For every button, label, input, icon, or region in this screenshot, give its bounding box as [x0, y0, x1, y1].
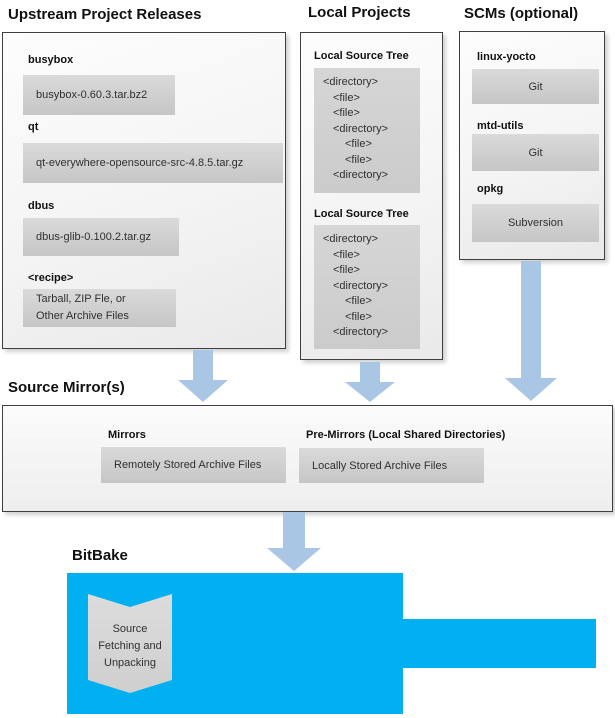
local-source-tree-heading: Local Source Tree [314, 50, 409, 62]
upstream-item-label: dbus [28, 200, 55, 212]
mirrors-archive-box: Remotely Stored Archive Files [101, 447, 286, 483]
local-source-tree-box: <directory> <file> <file> <directory> <f… [314, 225, 420, 349]
scm-item-label: mtd-utils [477, 120, 524, 132]
tree-line: <file> [345, 310, 372, 323]
scm-tool-box: Git [472, 134, 599, 171]
tree-line: <file> [345, 153, 372, 166]
upstream-item-label: <recipe> [28, 272, 74, 284]
ribbon-line: Source [112, 623, 148, 635]
scms-section-title: SCMs (optional) [464, 5, 579, 22]
upstream-archive-box: busybox-0.60.3.tar.bz2 [23, 75, 175, 115]
archive-box-line: Tarball, ZIP Fle, or [36, 293, 126, 305]
local-source-tree-heading: Local Source Tree [314, 208, 409, 220]
source-mirrors-section-title: Source Mirror(s) [8, 379, 125, 396]
upstream-item-label: busybox [28, 54, 74, 66]
scm-item-label: linux-yocto [477, 51, 536, 63]
upstream-archive-box: dbus-glib-0.100.2.tar.gz [23, 218, 179, 256]
tree-line: <file> [345, 295, 372, 307]
pre-mirrors-archive-box: Locally Stored Archive Files [299, 448, 484, 483]
source-mirrors-panel: Mirrors Remotely Stored Archive Files Pr… [2, 405, 613, 512]
upstream-item-label: qt [28, 121, 39, 133]
local-source-tree-box: <directory> <file> <file> <directory> <f… [314, 68, 420, 193]
bitbake-output-bar [403, 619, 596, 668]
tree-line: <directory> [333, 169, 389, 181]
tree-line: <file> [345, 138, 372, 150]
archive-box-line: Other Archive Files [36, 310, 129, 322]
tree-line: <directory> [333, 326, 389, 338]
local-projects-section-title: Local Projects [308, 4, 411, 21]
upstream-archive-box: qt-everywhere-opensource-src-4.8.5.tar.g… [23, 143, 283, 183]
scms-panel: linux-yocto Git mtd-utils Git opkg Subve… [459, 31, 605, 260]
ribbon-line: Unpacking [104, 657, 156, 669]
tree-line: <file> [333, 264, 360, 276]
scm-tool-box: Subversion [472, 204, 599, 242]
tree-line: <file> [333, 91, 360, 104]
pre-mirrors-label: Pre-Mirrors (Local Shared Directories) [306, 429, 506, 441]
ribbon-line: Fetching and [98, 640, 162, 652]
local-projects-panel: Local Source Tree <directory> <file> <fi… [300, 32, 443, 360]
tree-line: <directory> [333, 279, 389, 292]
tree-line: <file> [333, 248, 360, 261]
tree-line: <directory> [333, 122, 389, 135]
scm-tool-box: Git [472, 69, 599, 104]
tree-line: <file> [333, 107, 360, 119]
tree-line: <directory> [323, 233, 379, 245]
bitbake-section-title: BitBake [72, 547, 128, 564]
tree-line: <directory> [323, 76, 379, 88]
mirrors-label: Mirrors [108, 429, 146, 441]
upstream-section-title: Upstream Project Releases [8, 6, 202, 23]
upstream-archive-box: Tarball, ZIP Fle, or Other Archive Files [23, 289, 176, 327]
upstream-releases-panel: busybox busybox-0.60.3.tar.bz2 qt qt-eve… [2, 32, 286, 349]
scm-item-label: opkg [477, 183, 504, 195]
source-fetching-ribbon: Source Fetching and Unpacking [88, 594, 172, 693]
